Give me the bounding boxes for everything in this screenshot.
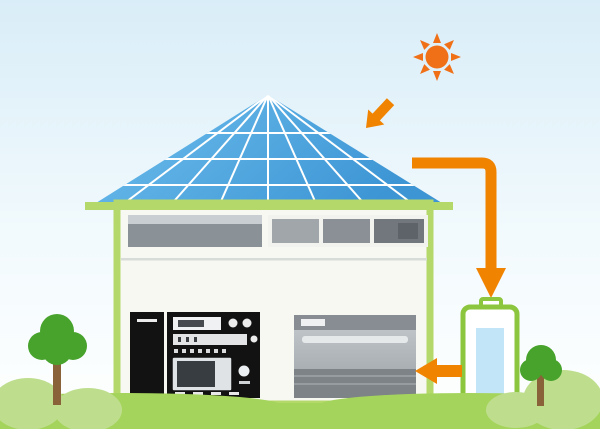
sun-icon [413,33,461,81]
microwave-window [171,356,233,392]
tree-left [28,314,87,405]
floor-divider [121,258,427,261]
knob [228,318,238,328]
bush [0,378,64,429]
knob [250,335,258,343]
display-panel [173,334,247,345]
battery-cell [476,328,504,394]
dishwasher-handle [302,336,408,343]
battery-to-house-arrow-icon [415,358,462,384]
roof-eaves [85,202,453,210]
bush [486,392,546,428]
knob [238,365,250,377]
tree-trunk [53,352,61,405]
button-row [174,349,226,353]
tree-trunk [537,370,544,406]
tree-foliage [520,345,562,381]
roof-to-battery-arrow-icon [412,157,506,298]
house [85,199,453,408]
dishwasher [294,315,416,398]
window-vent [398,223,418,239]
solar-panel-grid [88,95,450,208]
storage-battery [460,297,520,408]
knob [242,318,252,328]
dishwasher-control-bar [294,315,416,330]
window-pane [323,219,370,243]
av-system [167,312,260,398]
dishwasher-button [301,319,325,326]
tree-right [520,345,562,406]
window-pane [272,219,319,243]
sunlight-arrow-icon [366,98,395,128]
bush [54,388,122,429]
speaker-cabinet [130,312,164,398]
tree-foliage [28,314,87,365]
upper-floor-windows [268,215,428,247]
solar-panel-roof [88,95,450,208]
vent-grille [175,392,239,395]
upper-floor-hood [128,215,262,247]
